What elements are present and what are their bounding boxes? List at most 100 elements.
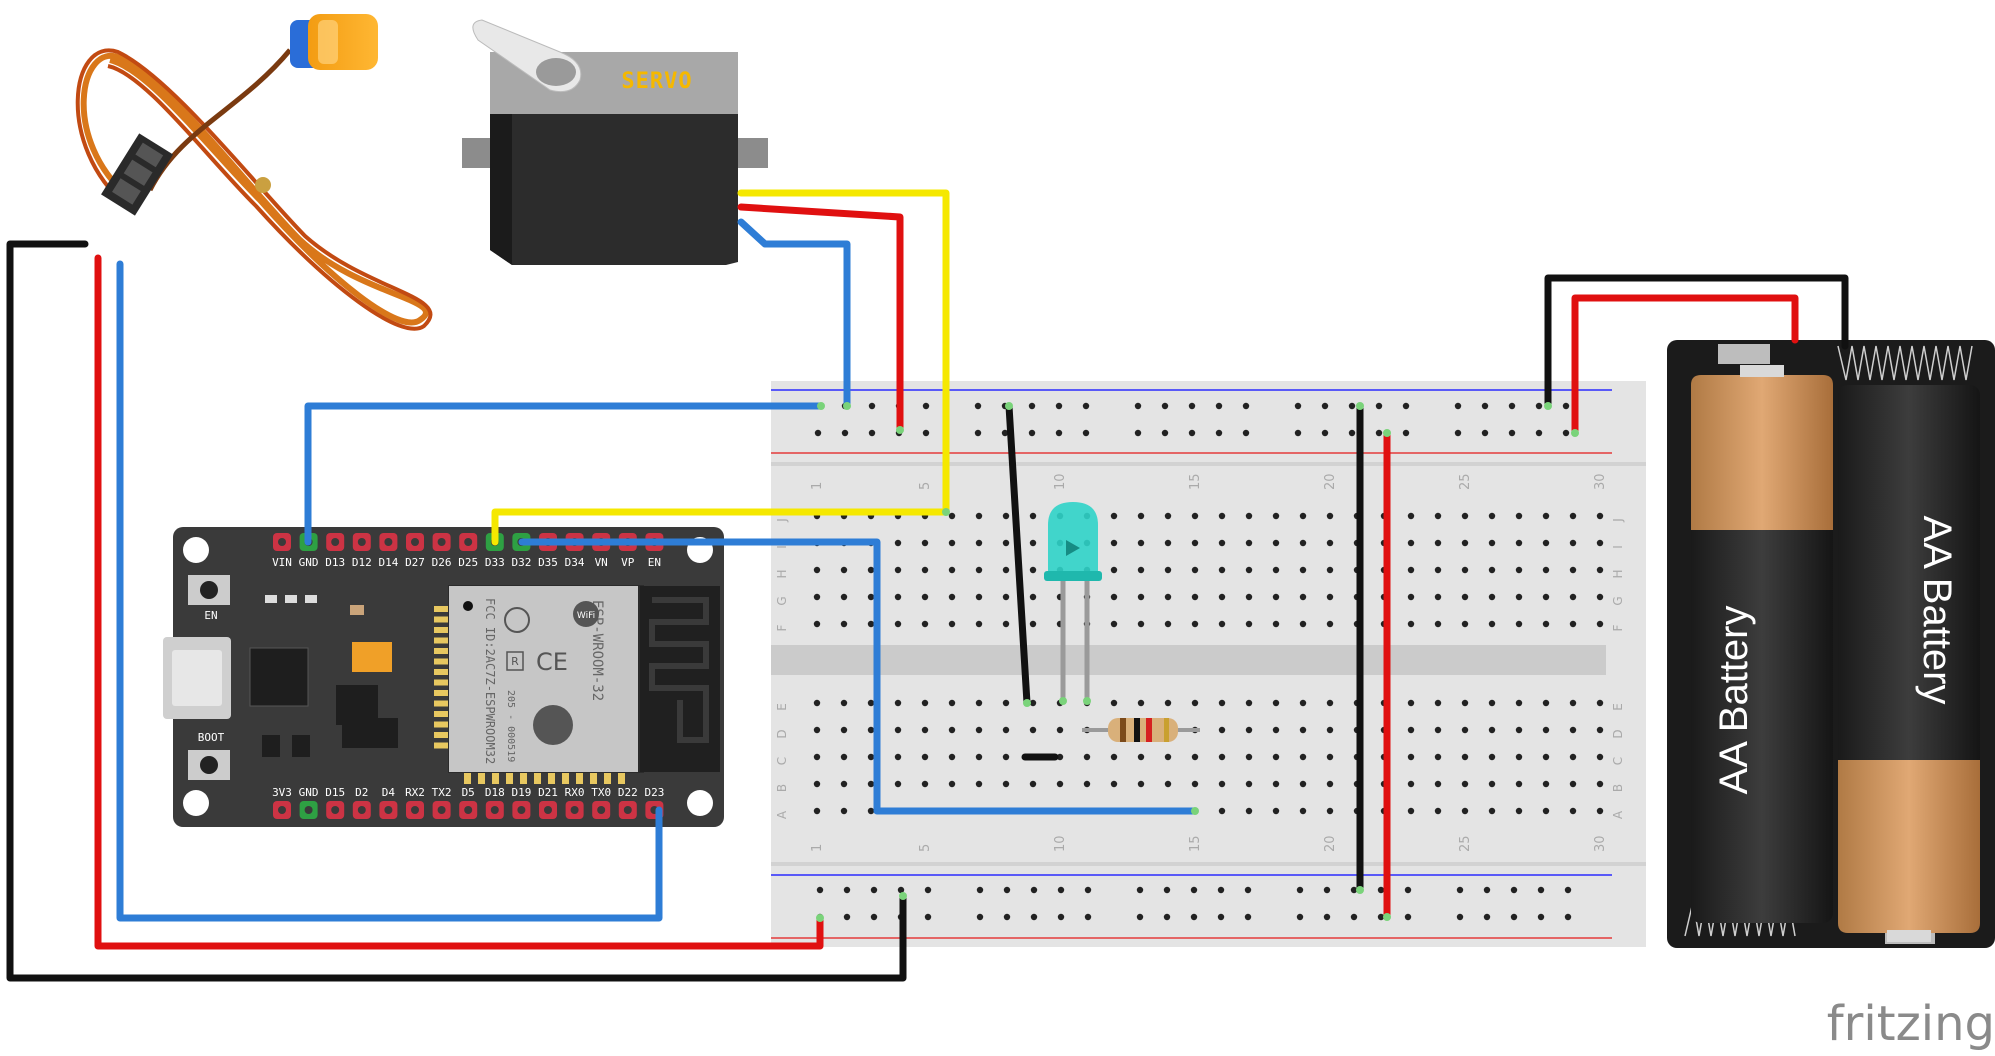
breadboard-hole[interactable]: [921, 566, 929, 574]
rail-hole[interactable]: [1454, 402, 1462, 410]
breadboard-hole[interactable]: [948, 566, 956, 574]
breadboard-hole[interactable]: [867, 726, 875, 734]
breadboard-hole[interactable]: [840, 780, 848, 788]
breadboard-hole[interactable]: [1218, 539, 1226, 547]
rail-hole[interactable]: [1215, 402, 1223, 410]
breadboard-hole[interactable]: [975, 726, 983, 734]
breadboard-hole[interactable]: [867, 620, 875, 628]
breadboard-hole[interactable]: [975, 512, 983, 520]
breadboard-hole[interactable]: [1326, 699, 1334, 707]
breadboard-hole[interactable]: [1191, 539, 1199, 547]
rail-hole[interactable]: [1375, 429, 1383, 437]
breadboard-hole[interactable]: [1596, 780, 1604, 788]
rail-hole[interactable]: [1217, 913, 1225, 921]
breadboard-hole[interactable]: [1596, 539, 1604, 547]
wire-esp-gnd-rail[interactable]: [304, 402, 825, 546]
breadboard-hole[interactable]: [813, 807, 821, 815]
breadboard-hole[interactable]: [1002, 620, 1010, 628]
breadboard-hole[interactable]: [1137, 512, 1145, 520]
breadboard-hole[interactable]: [1434, 593, 1442, 601]
breadboard-hole[interactable]: [867, 807, 875, 815]
breadboard-hole[interactable]: [1191, 780, 1199, 788]
breadboard-hole[interactable]: [948, 753, 956, 761]
breadboard-hole[interactable]: [1272, 539, 1280, 547]
rail-hole[interactable]: [1350, 913, 1358, 921]
rail-hole[interactable]: [1188, 429, 1196, 437]
breadboard-hole[interactable]: [975, 780, 983, 788]
rail-hole[interactable]: [1001, 429, 1009, 437]
breadboard-hole[interactable]: [1002, 566, 1010, 574]
breadboard-hole[interactable]: [1596, 620, 1604, 628]
rail-hole[interactable]: [1323, 913, 1331, 921]
breadboard-hole[interactable]: [975, 593, 983, 601]
rail-hole[interactable]: [1321, 402, 1329, 410]
rail-hole[interactable]: [1508, 429, 1516, 437]
breadboard-hole[interactable]: [1488, 539, 1496, 547]
rail-hole[interactable]: [1483, 886, 1491, 894]
breadboard-hole[interactable]: [1407, 726, 1415, 734]
breadboard-hole[interactable]: [1218, 753, 1226, 761]
breadboard-hole[interactable]: [921, 593, 929, 601]
rail-hole[interactable]: [870, 886, 878, 894]
breadboard-hole[interactable]: [1272, 753, 1280, 761]
breadboard-hole[interactable]: [1434, 726, 1442, 734]
breadboard-hole[interactable]: [1002, 726, 1010, 734]
rail-hole[interactable]: [1535, 429, 1543, 437]
breadboard-hole[interactable]: [1191, 620, 1199, 628]
breadboard-hole[interactable]: [1164, 780, 1172, 788]
rail-hole[interactable]: [1323, 886, 1331, 894]
rail-hole[interactable]: [1562, 402, 1570, 410]
rail-hole[interactable]: [1456, 886, 1464, 894]
breadboard-hole[interactable]: [1218, 593, 1226, 601]
breadboard-hole[interactable]: [840, 753, 848, 761]
breadboard-hole[interactable]: [1164, 620, 1172, 628]
breadboard-hole[interactable]: [1461, 807, 1469, 815]
breadboard-hole[interactable]: [1245, 753, 1253, 761]
breadboard-hole[interactable]: [894, 620, 902, 628]
breadboard-hole[interactable]: [813, 620, 821, 628]
breadboard-hole[interactable]: [1110, 593, 1118, 601]
rail-hole[interactable]: [868, 402, 876, 410]
rail-hole[interactable]: [1028, 429, 1036, 437]
rail-hole[interactable]: [1481, 429, 1489, 437]
breadboard-hole[interactable]: [1326, 512, 1334, 520]
breadboard-hole[interactable]: [1137, 593, 1145, 601]
breadboard-hole[interactable]: [1596, 566, 1604, 574]
breadboard-hole[interactable]: [1002, 593, 1010, 601]
breadboard-hole[interactable]: [1407, 807, 1415, 815]
breadboard-hole[interactable]: [1461, 512, 1469, 520]
rail-hole[interactable]: [976, 886, 984, 894]
breadboard-hole[interactable]: [1326, 539, 1334, 547]
rail-hole[interactable]: [974, 402, 982, 410]
breadboard-hole[interactable]: [1542, 726, 1550, 734]
rail-hole[interactable]: [1377, 913, 1385, 921]
rail-hole[interactable]: [1377, 886, 1385, 894]
rail-hole[interactable]: [1510, 913, 1518, 921]
breadboard-hole[interactable]: [921, 726, 929, 734]
rail-hole[interactable]: [1510, 886, 1518, 894]
breadboard-hole[interactable]: [894, 780, 902, 788]
breadboard-hole[interactable]: [975, 699, 983, 707]
breadboard-hole[interactable]: [1299, 780, 1307, 788]
breadboard-hole[interactable]: [1326, 620, 1334, 628]
breadboard-hole[interactable]: [1029, 566, 1037, 574]
wire-esp-d33[interactable]: [491, 508, 950, 546]
breadboard-hole[interactable]: [921, 780, 929, 788]
rail-hole[interactable]: [843, 886, 851, 894]
rail-hole[interactable]: [1242, 402, 1250, 410]
rail-hole[interactable]: [843, 913, 851, 921]
breadboard-hole[interactable]: [975, 566, 983, 574]
breadboard-hole[interactable]: [1272, 780, 1280, 788]
breadboard-hole[interactable]: [1002, 753, 1010, 761]
breadboard-hole[interactable]: [1029, 699, 1037, 707]
breadboard-hole[interactable]: [1407, 699, 1415, 707]
rail-hole[interactable]: [1321, 429, 1329, 437]
rail-hole[interactable]: [1003, 886, 1011, 894]
breadboard-hole[interactable]: [1272, 593, 1280, 601]
breadboard-hole[interactable]: [894, 566, 902, 574]
breadboard-hole[interactable]: [813, 593, 821, 601]
breadboard-hole[interactable]: [813, 780, 821, 788]
breadboard-hole[interactable]: [1596, 593, 1604, 601]
breadboard-hole[interactable]: [1029, 780, 1037, 788]
breadboard-hole[interactable]: [921, 620, 929, 628]
